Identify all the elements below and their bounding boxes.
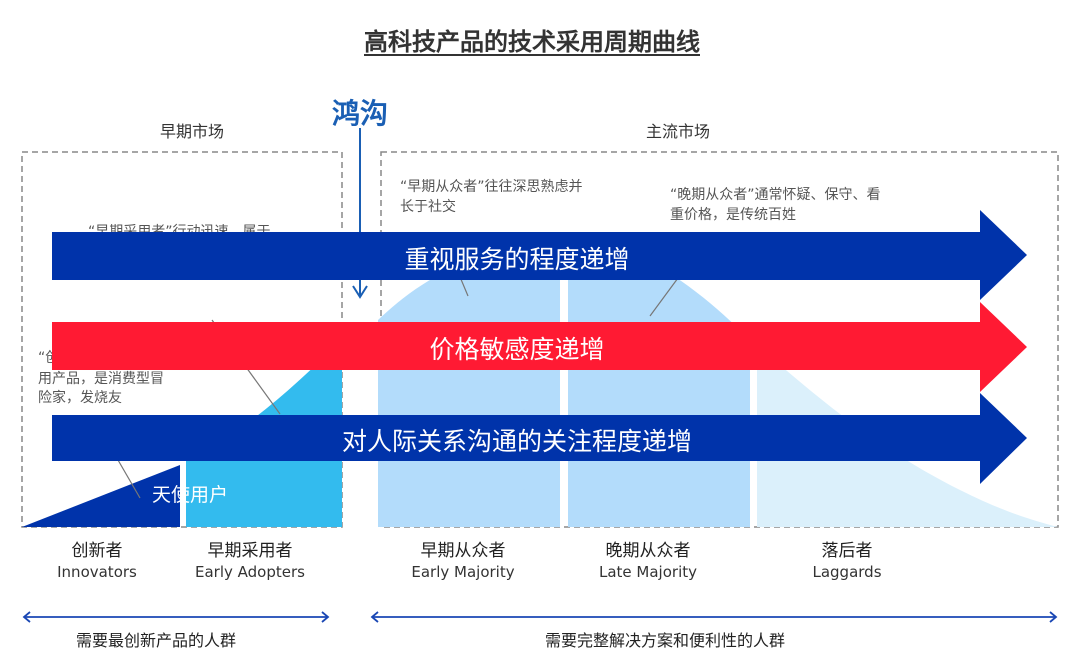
page-title: 高科技产品的技术采用周期曲线	[364, 28, 700, 56]
angel-users-label: 天使用户	[152, 484, 229, 506]
category-late-majority-en: Late Majority	[599, 563, 697, 581]
early-majority-note: “早期从众者”往往深思熟虑并长于社交	[400, 179, 583, 215]
laggards-segment	[757, 345, 1058, 527]
price-arrow-label: 价格敏感度递增	[429, 335, 605, 364]
right-arrowhead-icon	[321, 611, 330, 623]
left-group-label: 需要最创新产品的人群	[76, 631, 237, 650]
innovators-segment	[22, 465, 180, 527]
category-early-majority: 早期从众者	[420, 541, 506, 561]
category-laggards-en: Laggards	[812, 563, 882, 581]
category-innovators-en: Innovators	[57, 563, 137, 581]
category-late-majority: 晚期从众者	[605, 541, 691, 561]
right-group-label: 需要完整解决方案和便利性的人群	[545, 631, 786, 650]
mainstream-market-label: 主流市场	[646, 122, 711, 141]
category-innovators: 创新者	[71, 541, 123, 561]
early-market-label: 早期市场	[160, 122, 225, 141]
category-laggards: 落后者	[821, 541, 873, 561]
innovators-note-2: 用产品，是消费型冒	[38, 371, 164, 387]
late-majority-note: “晚期从众者”通常怀疑、保守、看重价格，是传统百姓	[670, 187, 881, 223]
service-arrow-label: 重视服务的程度递增	[404, 245, 630, 274]
category-early-majority-en: Early Majority	[411, 563, 515, 581]
right-arrowhead-icon	[1049, 611, 1058, 623]
service-arrow	[52, 210, 1027, 300]
left-arrowhead-icon	[370, 611, 379, 623]
category-early-adopters: 早期采用者	[207, 541, 293, 561]
innovators-note-3: 险家，发烧友	[38, 390, 122, 406]
relationship-arrow-label: 对人际关系沟通的关注程度递增	[341, 427, 692, 456]
chasm-arrowhead-icon	[352, 285, 368, 299]
callout-line	[117, 459, 141, 499]
callout-line	[649, 277, 679, 317]
left-arrowhead-icon	[22, 611, 31, 623]
category-early-adopters-en: Early Adopters	[195, 563, 305, 581]
price-arrow	[52, 302, 1027, 392]
early-market-box	[21, 151, 343, 528]
relationship-arrow	[52, 393, 1027, 484]
chasm-label: 鸿沟	[332, 97, 389, 130]
